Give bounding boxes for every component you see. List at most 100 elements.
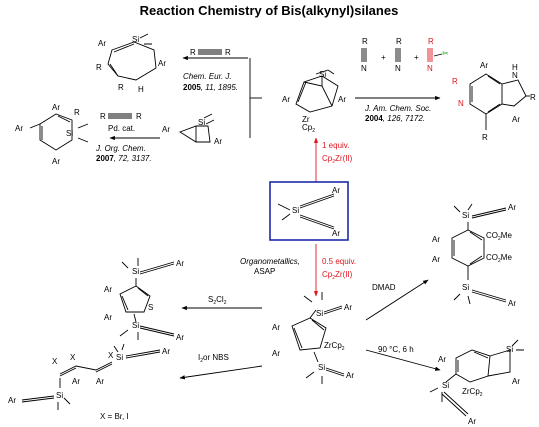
svg-text:N: N	[427, 64, 433, 73]
svg-text:Ar: Ar	[432, 255, 440, 264]
svg-text:R: R	[530, 93, 536, 102]
svg-text:Ar: Ar	[438, 355, 446, 364]
reagent-alkyne-2: R R	[100, 112, 142, 121]
svg-text:R: R	[225, 48, 231, 57]
svg-text:Si: Si	[292, 206, 299, 215]
svg-text:Si: Si	[462, 283, 469, 292]
cp2zr-half-label: Cp2Zr(II)	[322, 270, 353, 281]
dmad-benzene-product: Ar Ar Si Ar CO2Me CO2Me Si Ar	[432, 203, 516, 308]
svg-text:Ar: Ar	[344, 303, 352, 312]
svg-text:Ar: Ar	[98, 39, 106, 48]
catalyst-label: Pd. cat.	[108, 124, 135, 133]
svg-text:R: R	[74, 108, 80, 117]
citation-j-org-chem: J. Org. Chem.	[95, 144, 146, 153]
svg-text:X: X	[70, 353, 76, 362]
bis-alkynyl-silane-frame	[269, 181, 349, 241]
ar-label: Ar	[338, 95, 346, 104]
svg-text:Ar: Ar	[332, 229, 340, 238]
svg-text:Ar: Ar	[272, 349, 280, 358]
cp2-label: Cp2	[302, 123, 315, 134]
svg-text:Si: Si	[132, 267, 139, 276]
arrow-dmad	[365, 279, 429, 321]
nitrile-reagents: R N + R N + R N ✂	[361, 37, 449, 73]
svg-text:✂: ✂	[442, 49, 449, 58]
svg-text:Ar: Ar	[15, 124, 23, 133]
svg-text:R: R	[396, 37, 402, 46]
one-equiv-label: 1 equiv.	[322, 141, 349, 150]
page-title: Reaction Chemistry of Bis(alkynyl)silane…	[140, 3, 399, 18]
svg-text:Si: Si	[132, 321, 139, 330]
svg-text:Si: Si	[198, 118, 205, 127]
citation-j-org-chem-year: 2007, 72, 3137.	[96, 154, 152, 163]
zirconacyclopentadiene: ZrCp2 Ar Ar Si Ar Si Ar	[272, 292, 354, 384]
svg-text:Ar: Ar	[480, 61, 488, 70]
heated-zirconacycle-product: Si Ar Ar ZrCp2 Si Ar	[429, 339, 524, 426]
svg-text:Ar: Ar	[52, 157, 60, 166]
x-definition: X = Br, I	[100, 412, 129, 421]
i2-nbs-label: I2or NBS	[198, 353, 229, 364]
dmad-label: DMAD	[372, 283, 396, 292]
svg-text:R: R	[482, 133, 488, 142]
svg-text:+: +	[381, 53, 386, 62]
svg-text:Si: Si	[66, 129, 73, 138]
silacyclobutene-intermediate: Si Ar Ar	[162, 113, 222, 146]
co2me-label: CO2Me	[486, 253, 512, 264]
svg-text:Ar: Ar	[176, 333, 184, 342]
svg-text:Si: Si	[116, 353, 123, 362]
svg-text:R: R	[362, 37, 368, 46]
svg-text:Ar: Ar	[508, 299, 516, 308]
svg-text:Ar: Ar	[332, 186, 340, 195]
svg-text:Ar: Ar	[176, 259, 184, 268]
heat-label: 90 °C, 6 h	[378, 345, 414, 354]
svg-text:+: +	[414, 53, 419, 62]
azaindoline-product: Ar Ar N H R R N R	[452, 61, 536, 142]
zr-label: Zr	[302, 115, 310, 124]
svg-text:Si: Si	[442, 381, 449, 390]
svg-text:N: N	[361, 64, 367, 73]
top-center-zirconacycle: Si Ar Ar Zr Cp2	[282, 69, 346, 134]
citation-jacs-year: 2004, 126, 7172.	[365, 114, 425, 123]
svg-text:Ar: Ar	[96, 377, 104, 386]
asap-label: ASAP	[254, 267, 275, 276]
s2cl2-label: S2Cl2	[208, 295, 227, 306]
svg-text:Si: Si	[56, 391, 63, 400]
svg-text:Ar: Ar	[272, 323, 280, 332]
svg-text:S: S	[148, 303, 153, 312]
svg-text:H: H	[512, 63, 518, 72]
svg-text:Ar: Ar	[104, 285, 112, 294]
organometallics-label: Organometallics,	[240, 257, 300, 266]
svg-text:R: R	[100, 112, 106, 121]
svg-text:Ar: Ar	[8, 396, 16, 405]
svg-text:Si: Si	[506, 345, 513, 354]
svg-text:N: N	[395, 64, 401, 73]
svg-text:H: H	[138, 85, 144, 94]
svg-text:Si: Si	[318, 363, 325, 372]
citation-chem-eur-j: Chem. Eur. J.	[183, 72, 232, 81]
si-label: Si	[319, 70, 326, 79]
svg-text:R: R	[96, 63, 102, 72]
svg-text:Si: Si	[316, 309, 323, 318]
svg-text:Ar: Ar	[158, 59, 166, 68]
svg-text:R: R	[452, 77, 458, 86]
half-equiv-label: 0.5 equiv.	[322, 257, 356, 266]
thiophene-product: S Ar Ar Si Ar Si Ar	[104, 258, 184, 342]
bis-alkynyl-silane: Si Ar Ar	[277, 186, 340, 238]
svg-text:Si: Si	[132, 35, 139, 44]
co2me-label: CO2Me	[486, 231, 512, 242]
svg-text:R: R	[428, 37, 434, 46]
silacycle-product-1: Si Ar Ar R R H	[96, 33, 166, 94]
svg-text:N: N	[512, 71, 518, 80]
svg-text:Ar: Ar	[162, 347, 170, 356]
svg-text:Ar: Ar	[468, 417, 476, 426]
reagent-alkyne-1: R R	[190, 48, 231, 57]
svg-text:Ar: Ar	[72, 377, 80, 386]
citation-chem-eur-j-year: 2005, 11, 1895.	[183, 83, 238, 92]
svg-text:Ar: Ar	[512, 377, 520, 386]
svg-text:R: R	[190, 48, 196, 57]
svg-text:Ar: Ar	[432, 235, 440, 244]
halodiene-product: X X Ar Ar X Si Ar Si Ar	[8, 343, 170, 410]
svg-text:Ar: Ar	[52, 103, 60, 112]
svg-text:Ar: Ar	[162, 125, 170, 134]
svg-text:Ar: Ar	[512, 115, 520, 124]
